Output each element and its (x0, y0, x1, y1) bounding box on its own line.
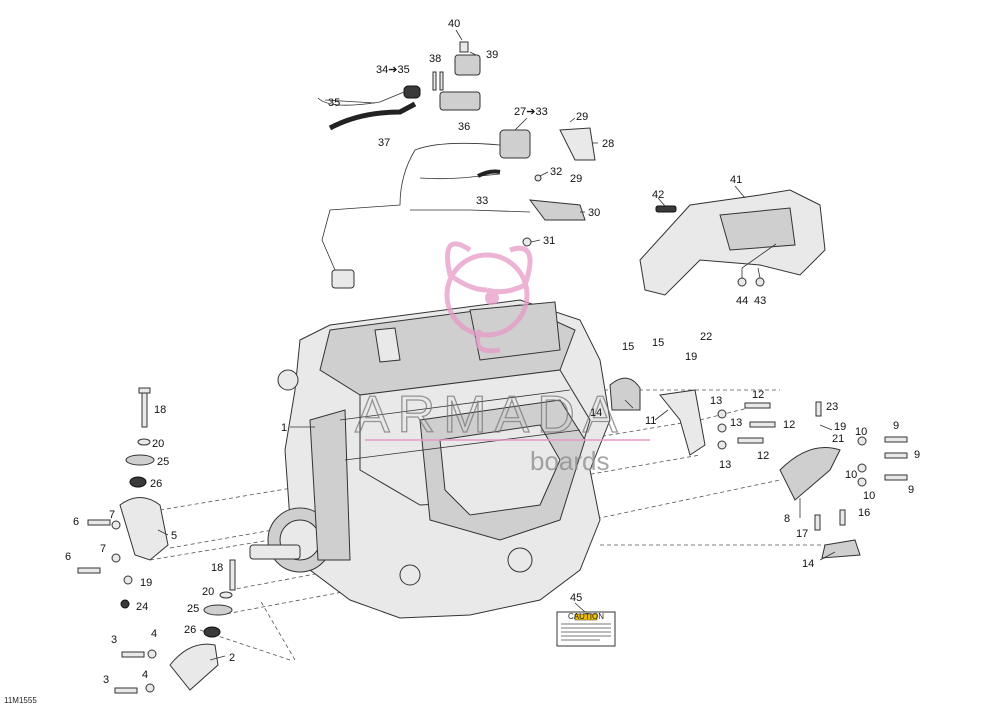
callout-25b: 25 (187, 603, 199, 615)
callout-30: 30 (588, 207, 600, 219)
callout-12a: 12 (752, 389, 764, 401)
callout-7b: 7 (100, 543, 106, 555)
callout-29b: 29 (570, 173, 582, 185)
callout-18a: 18 (154, 404, 166, 416)
callout-1: 1 (281, 422, 287, 434)
callout-11: 11 (645, 415, 656, 427)
callout-3b: 3 (103, 674, 109, 686)
callout-23: 23 (826, 401, 838, 413)
callout-20b: 20 (202, 586, 214, 598)
top-parts (317, 41, 826, 296)
callout-26b: 26 (184, 624, 196, 636)
callout-27: 27➔33 (514, 106, 548, 118)
callout-35: 35 (328, 97, 340, 109)
right-parts (609, 377, 908, 559)
callout-18b: 18 (211, 562, 223, 574)
callout-17: 17 (796, 528, 808, 540)
callout-28: 28 (602, 138, 614, 150)
callout-9c: 9 (908, 484, 914, 496)
callout-6b: 6 (65, 551, 71, 563)
callout-24: 24 (136, 601, 148, 613)
callout-44: 44 (736, 295, 748, 307)
callout-19c: 19 (140, 577, 152, 589)
callout-43: 43 (754, 295, 766, 307)
callout-42: 42 (652, 189, 664, 201)
callout-26a: 26 (150, 478, 162, 490)
callout-15b: 15 (652, 337, 664, 349)
callout-13c: 13 (719, 459, 731, 471)
callout-13a: 13 (710, 395, 722, 407)
watermark-brand: ARMADA (355, 386, 625, 444)
callout-31: 31 (543, 235, 555, 247)
diagram-code: 11M1555 (4, 696, 37, 705)
callout-10a: 10 (855, 426, 867, 438)
left-parts (77, 387, 236, 694)
caution-label: CAUTION (556, 611, 616, 647)
callout-32: 32 (550, 166, 562, 178)
callout-9a: 9 (893, 420, 899, 432)
callout-4a: 4 (151, 628, 157, 640)
callout-4b: 4 (142, 669, 148, 681)
callout-15a: 15 (622, 341, 634, 353)
callout-14b: 14 (802, 558, 814, 570)
callout-14a: 14 (590, 407, 602, 419)
watermark-tagline: boards (530, 446, 610, 476)
callout-10c: 10 (863, 490, 875, 502)
callout-19b: 19 (834, 421, 846, 433)
callout-41: 41 (730, 174, 742, 186)
callout-38: 38 (429, 53, 441, 65)
callout-7a: 7 (109, 509, 115, 521)
callout-9b: 9 (914, 449, 920, 461)
callout-12b: 12 (783, 419, 795, 431)
callout-13b: 13 (730, 417, 742, 429)
leader-lines (157, 29, 836, 661)
callout-40: 40 (448, 18, 460, 30)
callout-22: 22 (700, 331, 712, 343)
callout-2: 2 (229, 652, 235, 664)
callout-8: 8 (784, 513, 790, 525)
callout-39: 39 (486, 49, 498, 61)
watermark: ARMADA boards (354, 241, 650, 476)
caution-title: CAUTION (568, 612, 604, 621)
callout-16: 16 (858, 507, 870, 519)
callout-labels: 40 39 38 34➔35 35 36 37 27➔33 29 28 29 3… (65, 18, 920, 686)
callout-36: 36 (458, 121, 470, 133)
callout-33: 33 (476, 195, 488, 207)
callout-3a: 3 (111, 634, 117, 646)
callout-37: 37 (378, 137, 390, 149)
callout-25a: 25 (157, 456, 169, 468)
callout-10b: 10 (845, 469, 857, 481)
callout-45: 45 (570, 592, 582, 604)
callout-12c: 12 (757, 450, 769, 462)
callout-20a: 20 (152, 438, 164, 450)
callout-5: 5 (171, 530, 177, 542)
callout-6a: 6 (73, 516, 79, 528)
callout-29a: 29 (576, 111, 588, 123)
callout-34: 34➔35 (376, 64, 410, 76)
callout-19a: 19 (685, 351, 697, 363)
callout-21: 21 (832, 433, 844, 445)
